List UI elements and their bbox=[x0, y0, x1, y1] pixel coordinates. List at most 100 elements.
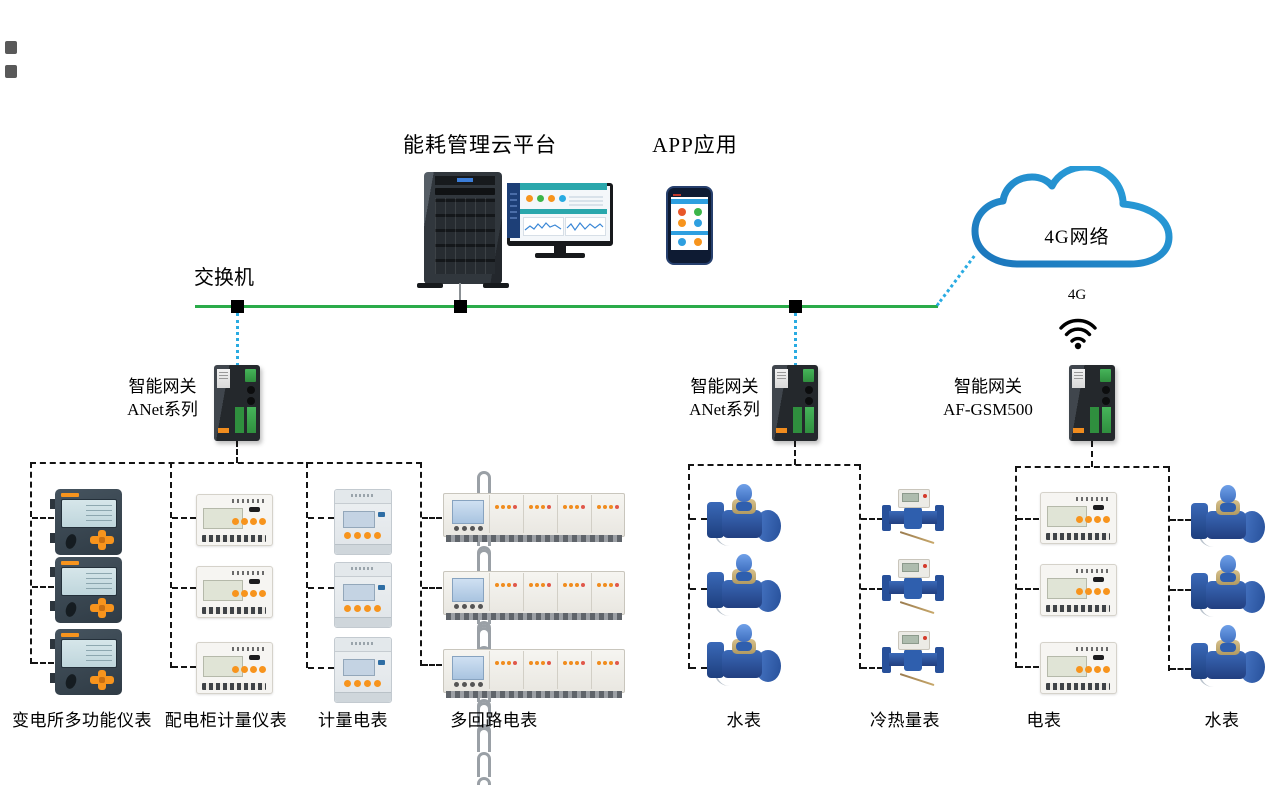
group-label-cabinet-meters: 配电柜计量仪表 bbox=[164, 711, 288, 730]
gateway-label-2: 智能网关 ANet系列 bbox=[672, 375, 777, 421]
bus-node bbox=[789, 300, 802, 313]
din-rail-meter bbox=[1040, 564, 1117, 616]
switch-label: 交换机 bbox=[194, 267, 254, 289]
group-label-heat-meters: 冷热量表 bbox=[870, 711, 940, 730]
water-meter bbox=[706, 484, 782, 554]
group-label-metering-meters: 计量电表 bbox=[318, 711, 388, 730]
chart-sparkline bbox=[565, 217, 606, 236]
water-meter bbox=[1190, 485, 1266, 555]
water-meter bbox=[1190, 555, 1266, 625]
bus-node bbox=[231, 300, 244, 313]
din-rail-meter bbox=[1040, 492, 1117, 544]
ethernet-bus-line bbox=[195, 305, 938, 308]
water-meter bbox=[706, 624, 782, 694]
dashboard-monitor-illustration bbox=[507, 183, 613, 260]
gateway-label-1: 智能网关 ANet系列 bbox=[110, 375, 215, 421]
device-stub bbox=[172, 517, 196, 519]
device-stub bbox=[1017, 666, 1039, 668]
fieldbus-line bbox=[859, 464, 861, 669]
wifi-icon bbox=[1059, 318, 1097, 350]
din-rail-meter bbox=[196, 566, 273, 618]
gateway-uplink bbox=[236, 313, 239, 366]
fieldbus-line bbox=[30, 462, 32, 664]
device-stub bbox=[32, 586, 54, 588]
heat-cooling-meter bbox=[882, 559, 944, 619]
device-stub bbox=[308, 667, 334, 669]
bus-node bbox=[454, 300, 467, 313]
fieldbus-line bbox=[170, 462, 172, 668]
device-stub bbox=[1017, 518, 1039, 520]
device-stub bbox=[32, 662, 54, 664]
device-stub bbox=[690, 518, 707, 520]
fieldbus-line bbox=[306, 462, 308, 668]
water-meter bbox=[1190, 625, 1266, 695]
device-stub bbox=[1170, 519, 1191, 521]
fieldbus-line bbox=[30, 462, 422, 464]
device-stub bbox=[861, 518, 883, 520]
gateway-label-3: 智能网关 AF-GSM500 bbox=[938, 375, 1038, 421]
device-stub bbox=[172, 666, 196, 668]
fieldbus-line bbox=[1168, 466, 1170, 671]
device-stub bbox=[422, 587, 442, 589]
din-rail-meter bbox=[196, 494, 273, 546]
gateway-anet-2-illustration bbox=[772, 365, 818, 441]
multifunction-meter bbox=[50, 489, 122, 555]
group-label-water-meters-2: 水表 bbox=[1204, 711, 1240, 730]
platform-title: 能耗管理云平台 bbox=[403, 133, 557, 157]
fieldbus-line bbox=[1015, 466, 1169, 468]
gateway-series: ANet系列 bbox=[127, 400, 198, 419]
group-label-water-meters-1: 水表 bbox=[726, 711, 762, 730]
din-rail-meter bbox=[1040, 642, 1117, 694]
fieldbus-line bbox=[1015, 466, 1017, 668]
device-stub bbox=[861, 588, 883, 590]
device-stub bbox=[32, 517, 54, 519]
fourg-label: 4G bbox=[1067, 287, 1087, 303]
server-tower-illustration bbox=[417, 172, 509, 288]
device-stub bbox=[1170, 668, 1191, 670]
device-stub bbox=[690, 667, 707, 669]
fieldbus-line bbox=[688, 464, 690, 669]
group-label-multicircuit-meters: 多回路电表 bbox=[450, 711, 538, 730]
water-meter bbox=[706, 554, 782, 624]
fieldbus-line bbox=[420, 462, 422, 666]
device-stub bbox=[1170, 589, 1191, 591]
cloud-network-label: 4G网络 bbox=[1044, 227, 1110, 248]
multi-circuit-meter bbox=[443, 471, 625, 671]
multifunction-meter bbox=[50, 629, 122, 695]
device-stub bbox=[172, 587, 196, 589]
group-label-electric-meters: 电表 bbox=[1026, 711, 1062, 730]
fieldbus-drop bbox=[1091, 441, 1093, 467]
fieldbus-drop bbox=[236, 441, 238, 463]
single-phase-meter bbox=[334, 637, 392, 703]
edge-artifact bbox=[5, 41, 17, 54]
device-stub bbox=[308, 517, 334, 519]
fieldbus-line bbox=[688, 464, 860, 466]
app-title: APP应用 bbox=[652, 133, 738, 157]
group-label-substation-meters: 变电所多功能仪表 bbox=[12, 711, 152, 730]
edge-artifact bbox=[5, 65, 17, 78]
cloud-uplink bbox=[935, 255, 976, 307]
gateway-name: 智能网关 bbox=[128, 377, 197, 396]
gateway-name: 智能网关 bbox=[690, 377, 759, 396]
cloud-icon bbox=[971, 166, 1173, 268]
fieldbus-drop bbox=[794, 441, 796, 465]
device-stub bbox=[861, 667, 883, 669]
multifunction-meter bbox=[50, 557, 122, 623]
gateway-series: AF-GSM500 bbox=[943, 400, 1033, 419]
device-stub bbox=[422, 517, 442, 519]
gateway-gsm500-illustration bbox=[1069, 365, 1115, 441]
single-phase-meter bbox=[334, 562, 392, 628]
device-stub bbox=[1017, 588, 1039, 590]
server-link-line bbox=[459, 283, 461, 305]
mobile-app-illustration bbox=[666, 186, 713, 265]
heat-cooling-meter bbox=[882, 489, 944, 549]
device-stub bbox=[308, 587, 334, 589]
gateway-series: ANet系列 bbox=[689, 400, 760, 419]
chart-sparkline bbox=[523, 217, 564, 236]
din-rail-meter bbox=[196, 642, 273, 694]
gateway-anet-1-illustration bbox=[214, 365, 260, 441]
device-stub bbox=[690, 588, 707, 590]
device-stub bbox=[422, 664, 442, 666]
gateway-name: 智能网关 bbox=[954, 377, 1022, 396]
